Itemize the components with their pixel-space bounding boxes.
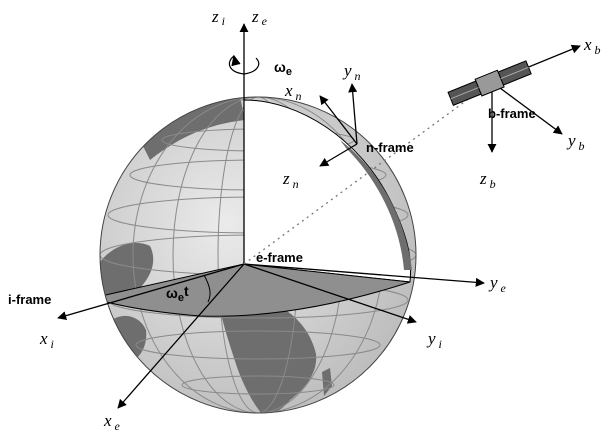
label-omega-e: ωe — [274, 59, 292, 78]
x-e-axis-line — [117, 263, 245, 409]
equatorial-plane — [100, 263, 411, 317]
x-n-axis-line — [319, 95, 358, 145]
land-west — [100, 242, 154, 298]
land-africa — [222, 298, 317, 413]
angle-arc — [203, 274, 211, 303]
earth-globe — [99, 96, 417, 414]
y-e-axis-line — [243, 263, 485, 287]
rotation-arrow — [228, 54, 260, 75]
label-i-frame: i-frame — [8, 292, 51, 307]
cutaway-edge — [340, 140, 412, 270]
z-n-axis-line — [319, 143, 358, 167]
label-omega-e-t: ωet — [166, 283, 189, 304]
land-north-cap — [140, 97, 245, 160]
label-e-frame: e-frame — [256, 250, 303, 265]
label-b-frame: b-frame — [488, 106, 536, 121]
label-n-frame: n-frame — [366, 140, 414, 155]
y-b-axis-line — [491, 81, 563, 135]
axes — [57, 23, 581, 409]
satellite-icon — [447, 60, 532, 106]
center-to-satellite-line — [243, 85, 487, 265]
x-i-axis-line — [57, 263, 245, 321]
y-n-axis-line — [348, 83, 358, 145]
y-i-axis-line — [243, 263, 417, 324]
